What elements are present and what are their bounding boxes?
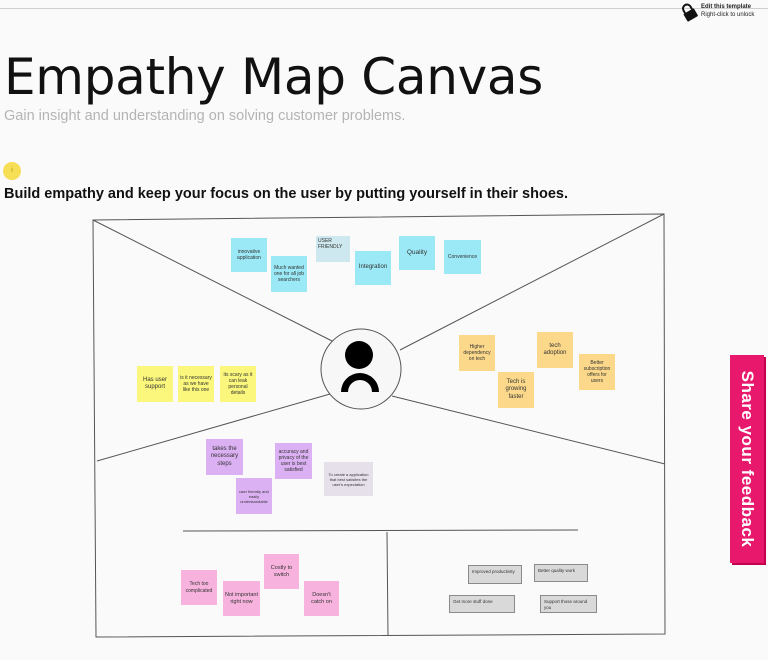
lock-icon xyxy=(682,3,698,22)
info-badge[interactable]: i xyxy=(3,162,21,180)
user-avatar-ring xyxy=(320,328,402,410)
sticky-note[interactable]: innovative application xyxy=(231,238,267,272)
lock-title: Edit this template xyxy=(701,4,752,10)
sticky-note[interactable]: user friendly and easily understandable xyxy=(236,478,272,514)
section-heading: Build empathy and keep your focus on the… xyxy=(4,186,568,202)
divider-diagonal-top-right xyxy=(399,213,665,351)
divider-diagonal-bottom-left xyxy=(96,393,331,462)
gain-card[interactable]: Support those around you xyxy=(540,595,597,613)
canvas-border xyxy=(92,213,666,638)
sticky-note[interactable]: Higher dependency on tech xyxy=(459,335,495,371)
divider-diagonal-bottom-right xyxy=(391,395,666,465)
divider-horizontal-bottom xyxy=(182,529,579,532)
sticky-note[interactable]: Doesn't catch on xyxy=(304,581,339,616)
share-feedback-button[interactable]: Share your feedback xyxy=(730,355,764,563)
sticky-note[interactable]: Costly to switch xyxy=(264,554,299,589)
page-title: Empathy Map Canvas xyxy=(4,48,543,106)
sticky-note[interactable]: is it necessary as we have like this one xyxy=(178,366,214,402)
sticky-note[interactable]: To create a application that best satisf… xyxy=(324,462,373,496)
sticky-note[interactable]: Tech too complicated xyxy=(181,570,217,605)
sticky-note[interactable]: takes the necessary steps xyxy=(206,439,243,475)
sticky-note[interactable]: Has user support xyxy=(137,366,173,402)
gain-card[interactable]: Better quality work xyxy=(534,564,588,582)
gain-card[interactable]: Get more stuff done xyxy=(449,595,515,613)
sticky-note[interactable]: Tech is growing faster xyxy=(498,372,534,408)
sticky-note[interactable]: its scary as it can leak personal detail… xyxy=(220,366,256,402)
sticky-note[interactable]: tech adoption xyxy=(537,332,573,368)
sticky-note[interactable]: Better subscription offers for users xyxy=(579,354,615,390)
sticky-note[interactable]: Integration xyxy=(355,251,391,285)
top-divider xyxy=(0,8,768,9)
sticky-note[interactable]: Quality xyxy=(399,236,435,270)
sticky-note[interactable]: accuracy and privacy of the user is best… xyxy=(275,443,312,479)
sticky-note[interactable]: Not important right now xyxy=(223,581,260,616)
sticky-note[interactable]: Convenience xyxy=(444,240,481,274)
divider-vertical-bottom xyxy=(386,531,389,637)
sticky-note[interactable]: USER FRIENDLY xyxy=(316,236,350,262)
gain-card[interactable]: Improved productivity xyxy=(468,565,522,584)
share-feedback-label: Share your feedback xyxy=(738,370,757,548)
divider-diagonal-top-left xyxy=(92,219,333,342)
sticky-note[interactable]: Much wanted one for all job searchers xyxy=(271,256,307,292)
user-avatar-icon xyxy=(341,341,379,392)
lock-banner[interactable]: Edit this template Right-click to unlock xyxy=(680,2,766,22)
page-subtitle: Gain insight and understanding on solvin… xyxy=(4,108,406,124)
lock-subtitle: Right-click to unlock xyxy=(701,12,755,18)
